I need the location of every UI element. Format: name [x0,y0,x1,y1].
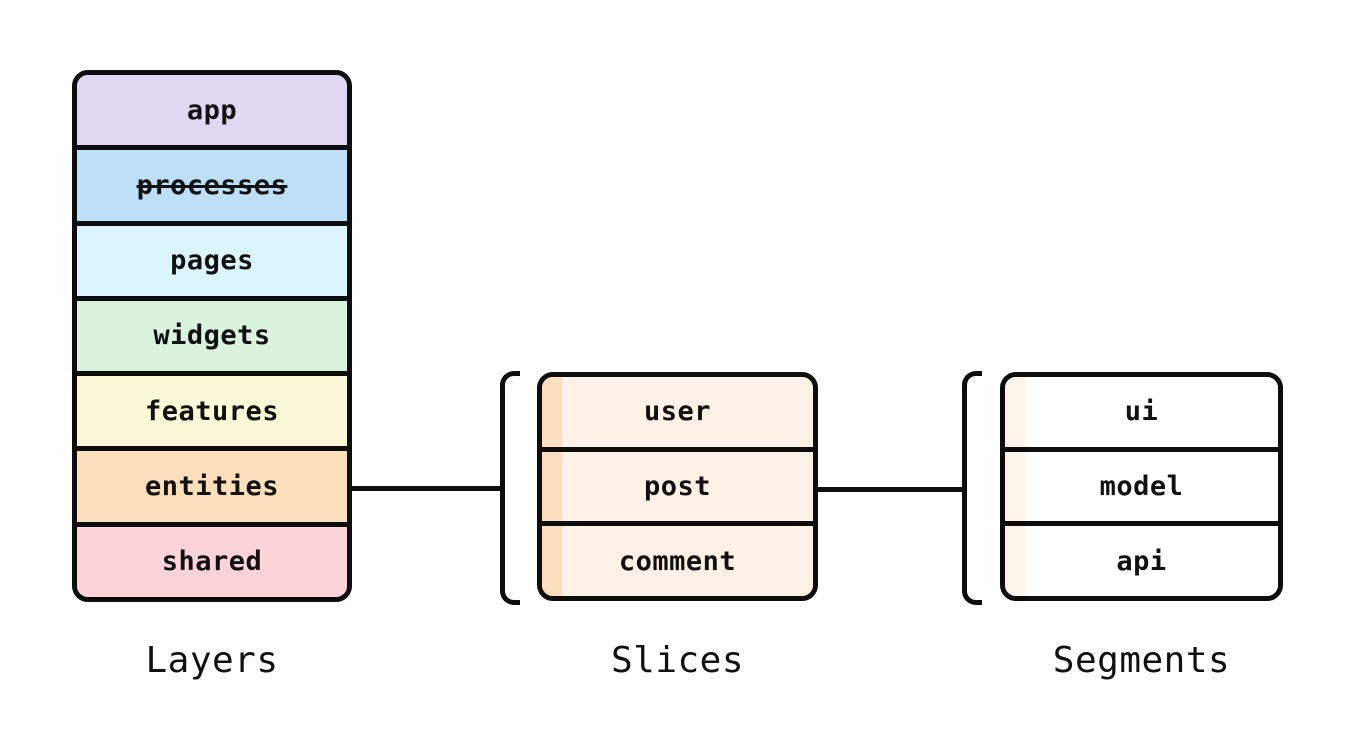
segment-stripe [1005,451,1025,522]
slices-left-bracket-icon [500,371,520,605]
layer-row-features: features [77,371,347,447]
segment-row-model: model [1005,446,1278,522]
connector-entities-to-slices [350,486,502,491]
segment-label-ui: ui [1124,396,1159,428]
segment-label-api: api [1116,545,1167,577]
slice-label-comment: comment [618,545,737,577]
connector-slices-to-segments [815,487,962,492]
slice-row-comment: comment [542,521,813,596]
layer-row-shared: shared [77,521,347,597]
segment-row-ui: ui [1005,377,1278,447]
slice-row-user: user [542,377,813,447]
slice-stripe [542,451,562,522]
slice-row-post: post [542,446,813,522]
layers-stack: app processes pages widgets features ent… [72,70,352,602]
slices-box: user post comment [537,372,818,601]
layer-row-app: app [77,75,347,146]
layers-caption: Layers [145,640,279,681]
segments-box: ui model api [1000,372,1283,601]
segments-left-bracket-icon [962,371,982,605]
layer-label-pages: pages [170,245,254,277]
layer-row-pages: pages [77,220,347,296]
slices-caption: Slices [610,640,745,681]
segment-stripe [1005,526,1025,596]
layer-label-processes: processes [136,169,288,201]
layer-row-entities: entities [77,446,347,522]
slice-label-post: post [643,471,712,502]
layer-row-widgets: widgets [77,295,347,372]
layer-row-processes: processes [77,145,347,221]
segment-label-model: model [1099,471,1184,502]
layer-label-entities: entities [144,471,280,503]
slice-stripe [542,526,562,596]
segment-stripe [1005,377,1025,447]
segment-row-api: api [1005,521,1278,596]
slice-label-user: user [643,396,712,428]
layer-label-shared: shared [161,546,263,578]
segments-caption: Segments [1052,640,1231,681]
slice-stripe [542,377,562,447]
layer-label-features: features [144,395,280,427]
layer-label-widgets: widgets [153,320,271,352]
layer-label-app: app [186,94,238,126]
